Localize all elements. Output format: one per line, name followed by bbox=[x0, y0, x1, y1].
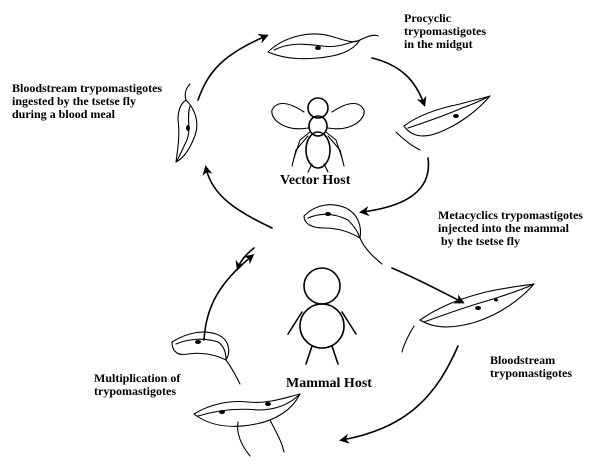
mammal-figure-icon bbox=[288, 268, 356, 364]
tsetse-fly-icon bbox=[272, 98, 364, 172]
label-multiplication: Multiplication of trypomastigotes bbox=[94, 372, 180, 398]
label-bloodstream: Bloodstream trypomastigotes bbox=[490, 354, 572, 380]
label-metacyclics: Metacyclics trypomastigotes injected int… bbox=[438, 209, 583, 248]
multiplication-trypanosome-lower bbox=[194, 394, 300, 456]
ingested-trypanosome bbox=[176, 84, 197, 162]
arrow-bloodstream-to-multiplication bbox=[342, 346, 458, 440]
label-vector-host: Vector Host bbox=[280, 173, 350, 188]
arrow-midgut-to-metacyclic bbox=[362, 158, 428, 212]
label-bloodstream-ingested: Bloodstream trypomastigotes ingested by … bbox=[12, 82, 162, 121]
arrow-metacyclic-to-vector-loop bbox=[206, 168, 272, 228]
arrow-mammal-to-bloodstream bbox=[392, 268, 462, 302]
bloodstream-trypanosome bbox=[402, 284, 534, 352]
label-procyclic: Procyclic trypomastigotes in the midgut bbox=[404, 12, 486, 51]
arrow-ingested-to-procyclic bbox=[198, 36, 266, 100]
procyclic-trypanosome bbox=[268, 34, 378, 59]
midgut-trypanosome bbox=[396, 96, 490, 150]
multiplication-trypanosome-upper bbox=[172, 332, 240, 384]
arrow-procyclic-to-midgut-forms bbox=[372, 58, 424, 104]
metacyclic-trypanosome bbox=[304, 205, 382, 264]
arrow-multiplication-loop bbox=[204, 256, 252, 340]
label-mammal-host: Mammal Host bbox=[286, 376, 372, 391]
arrow-into-mammal bbox=[238, 248, 254, 268]
